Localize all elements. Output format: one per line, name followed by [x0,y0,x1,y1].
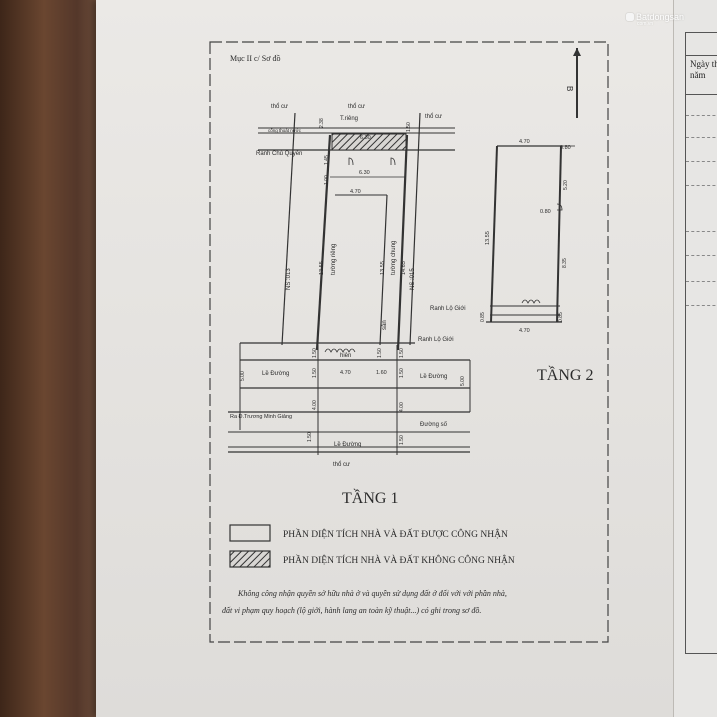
f2-dim-0-80-top: 0.80 [560,145,571,151]
f2-dim-4-70-bot: 4.70 [519,328,530,334]
dim-1-60: 1.60 [376,370,387,376]
label-cong-thoat-nuoc: cống thoát nước [268,128,302,133]
document-page [96,0,717,717]
dashed-row [686,305,717,306]
dim-1-50-le-l: 1.50 [312,368,318,378]
dashed-row [686,137,717,138]
dim-1-50-b-l: 1.50 [307,432,313,442]
label-t-rieng: T.riêng [340,116,358,122]
dim-4-70-bot: 4.70 [340,370,351,376]
legend-recognized-text: PHẦN DIỆN TÍCH NHÀ VÀ ĐẤT ĐƯỢC CÔNG NHẬN [283,527,508,540]
section-title: Mục II c/ Sơ đồ [230,54,280,63]
label-ra-duong: Ra Đ.Trương Minh Giảng [230,414,292,420]
dim-1-50-b-r: 1.50 [399,435,405,445]
dim-6-30-b: 6.30 [359,170,370,176]
dim-5-00-r: 5.00 [460,376,466,386]
dashed-row [686,281,717,282]
dim-4-00-l: 4.00 [312,400,318,410]
adjacent-header-line2: năm [690,70,706,80]
f2-dim-0-80-mid: 0.80 [540,209,551,215]
note-line-2: đất vi phạm quy hoạch (lộ giới, hành lan… [222,606,481,615]
adjacent-page [673,0,717,717]
dim-4-00-r: 4.00 [399,402,405,412]
label-hien: hiên [340,353,351,359]
label-tuong-rieng: tường riêng [331,244,337,275]
label-tho-cu-bottom: thổ cư [333,461,350,468]
label-tuong-chung: tường chung [391,241,397,275]
note-line-1: Không công nhận quyền sở hữu nhà ở và qu… [237,589,507,598]
watermark-brand: Batdongsan [636,12,685,22]
label-ranh-lo-gioi-1: Ranh Lộ Giới [418,337,454,343]
dim-14-65: 14.65 [401,261,407,275]
dim-13-55-b: 13.55 [380,261,386,275]
label-le-duong-2: Lề Đường [420,374,447,380]
dim-4-70-top: 4.70 [350,189,361,195]
f2-dim-0-85-l: 0.85 [480,312,486,322]
north-label: B [565,86,574,91]
dashed-row [686,161,717,162]
adjacent-header-line1: Ngày tha [690,59,717,69]
f2-dim-13-55: 13.55 [485,231,491,245]
legend-not-recognized-text: PHẦN DIỆN TÍCH NHÀ VÀ ĐẤT KHÔNG CÔNG NHẬ… [283,553,515,566]
dim-1-50-l: 1.50 [312,348,318,358]
dim-5-00-l: 5.00 [240,371,246,381]
wood-desk-background [0,0,110,717]
f2-dim-5-20: 5.20 [563,180,569,190]
label-duong-so: Đường số [420,422,448,428]
dim-13-55-a: 13.55 [319,261,325,275]
label-san: sân [382,320,388,330]
dim-2-38: 2.38 [319,118,325,128]
label-tho-cu-right: thổ cư [425,113,442,120]
label-ns-left: NS :013 [286,268,292,290]
dim-1-50-r: 1.50 [399,348,405,358]
label-tho-cu-mid: thổ cư [348,103,365,110]
watermark-logo: Batdongsan com.vn [626,12,684,27]
dim-1-50-top: 1.50 [406,122,412,132]
dim-1-00: 1.00 [324,175,330,185]
watermark-house-icon [626,13,634,21]
dashed-row [686,185,717,186]
label-ns-right: NS :015 [410,268,416,290]
f2-dim-0-85-r: 0.85 [558,312,564,322]
adjacent-page-table: Ngày tha năm [685,32,717,654]
label-tho-cu-left: thổ cư [271,103,288,110]
dashed-frame [209,41,609,643]
dashed-row [686,115,717,116]
f2-dim-8-35: 8.35 [562,258,568,268]
adjacent-table-header: Ngày tha năm [686,55,717,95]
dashed-row [686,231,717,232]
dim-1-50-le-r: 1.50 [399,368,405,378]
dim-1-45: 1.45 [324,155,330,165]
dim-6-30-top: 6.30 [360,135,371,141]
legend-not-recognized-swatch [229,550,271,568]
legend-recognized-swatch [229,524,271,542]
label-ranh-chu-quyen: Ranh Chủ Quyền [256,150,302,157]
floor2-plan [486,145,575,323]
label-le-duong-1: Lề Đường [262,371,289,377]
f2-dim-4-70-top: 4.70 [519,139,530,145]
floor2-title: TẦNG 2 [537,365,593,384]
north-arrow-icon: B [565,48,581,118]
floor1-title: TẦNG 1 [342,488,398,507]
f2-label-ranh-lo-gioi: Ranh Lộ Giới [430,306,466,312]
dim-1-50-m: 1.50 [377,348,383,358]
floor1-plan [228,112,471,455]
label-le-duong-3: Lề Đường [334,442,361,448]
watermark-sub: com.vn [637,21,654,27]
dashed-row [686,255,717,256]
